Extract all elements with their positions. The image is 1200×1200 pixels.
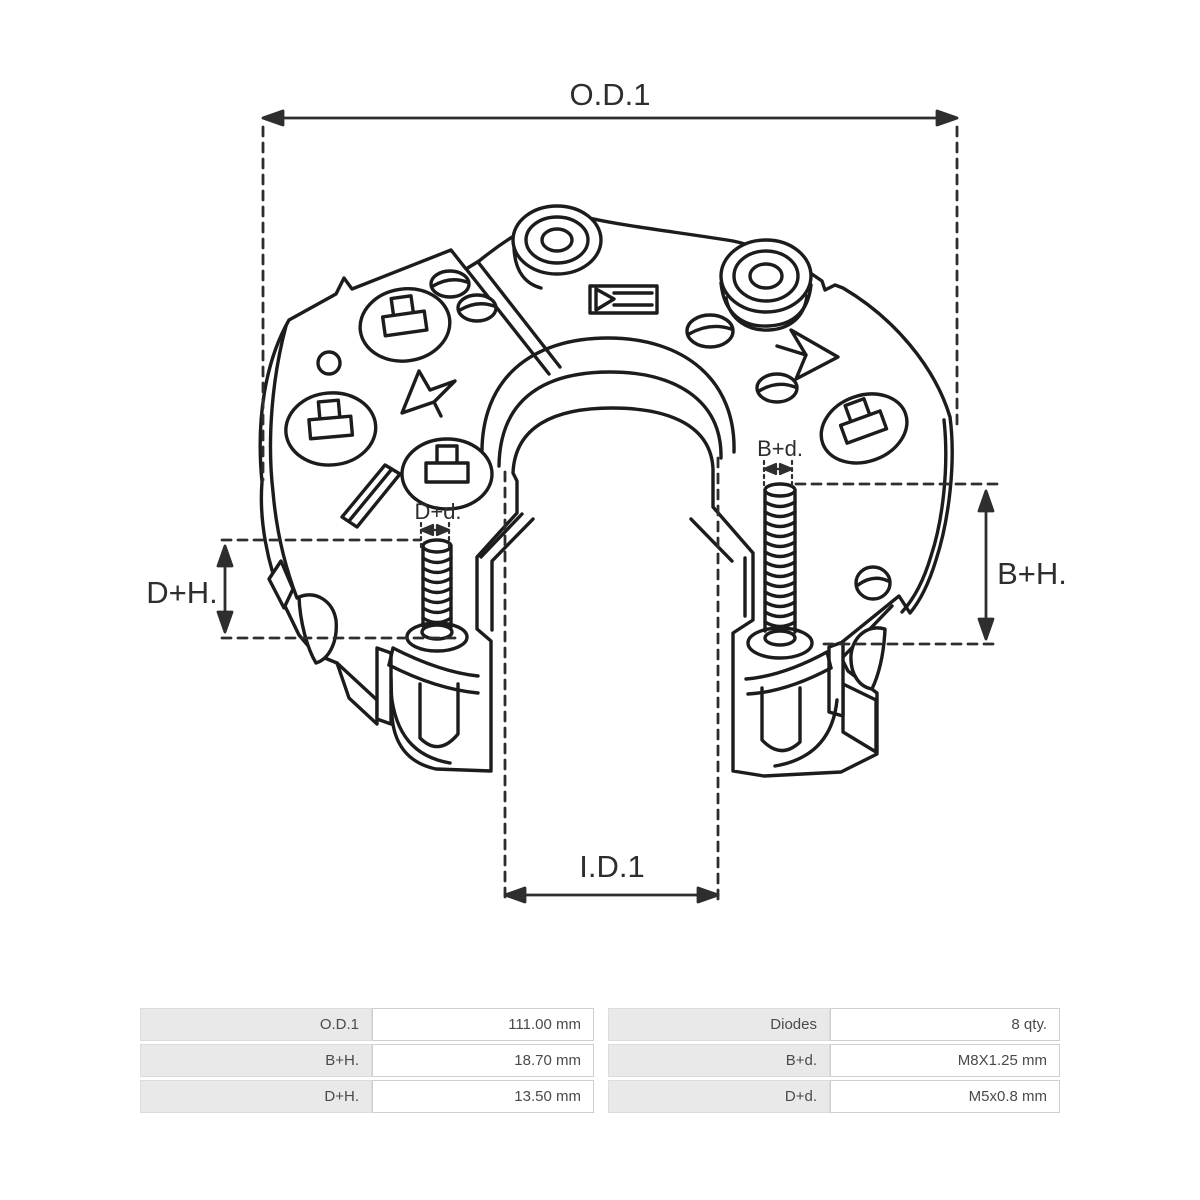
diode-spot — [358, 287, 452, 363]
capacitor-mount-left — [511, 204, 603, 290]
spec-label: D+H. — [140, 1080, 372, 1113]
diode-spot — [819, 392, 909, 465]
dim-dd: D+d. — [414, 499, 462, 550]
left-lobe-bracket — [267, 559, 480, 765]
dim-dh: D+H. — [146, 538, 460, 640]
pin-hole — [316, 350, 342, 376]
dim-od1-label: O.D.1 — [570, 77, 651, 112]
d-plus-stud — [405, 538, 469, 653]
center-bore-collar — [479, 336, 747, 632]
table-spacer — [594, 1044, 608, 1077]
spec-label: O.D.1 — [140, 1008, 372, 1041]
spec-label: B+H. — [140, 1044, 372, 1077]
dim-id1: I.D.1 — [503, 456, 720, 904]
spec-label: D+d. — [608, 1080, 830, 1113]
diode-spot — [284, 391, 378, 467]
spec-value: M8X1.25 mm — [830, 1044, 1060, 1077]
diode-spot — [400, 437, 494, 511]
screw-hole-slotted — [429, 269, 892, 601]
dim-dd-label: D+d. — [414, 499, 461, 524]
spec-value: M5x0.8 mm — [830, 1080, 1060, 1113]
spec-table: O.D.1 111.00 mm Diodes 8 qty. B+H. 18.70… — [140, 1008, 1060, 1113]
spec-value: 18.70 mm — [372, 1044, 594, 1077]
terminal-slot-marker — [588, 284, 659, 315]
dim-bd: B+d. — [757, 436, 803, 489]
dim-bh: B+H. — [794, 482, 1067, 646]
dim-bd-label: B+d. — [757, 436, 803, 461]
dim-od1: O.D.1 — [261, 77, 959, 482]
cast-arrow-mark — [400, 369, 457, 418]
dim-id1-label: I.D.1 — [579, 849, 644, 884]
capacitor-mount-right — [719, 238, 813, 332]
spec-value: 111.00 mm — [372, 1008, 594, 1041]
table-spacer — [594, 1080, 608, 1113]
table-spacer — [594, 1008, 608, 1041]
dim-dh-label: D+H. — [146, 575, 218, 610]
vent-slot — [340, 463, 402, 529]
spec-value: 13.50 mm — [372, 1080, 594, 1113]
dimension-annotations: O.D.1 I.D.1 D+H. — [146, 77, 1067, 904]
spec-label: Diodes — [608, 1008, 830, 1041]
dim-bh-label: B+H. — [997, 556, 1067, 591]
spec-label: B+d. — [608, 1044, 830, 1077]
spec-value: 8 qty. — [830, 1008, 1060, 1041]
b-plus-stud — [746, 482, 814, 660]
cast-arrow-mark — [775, 328, 840, 381]
